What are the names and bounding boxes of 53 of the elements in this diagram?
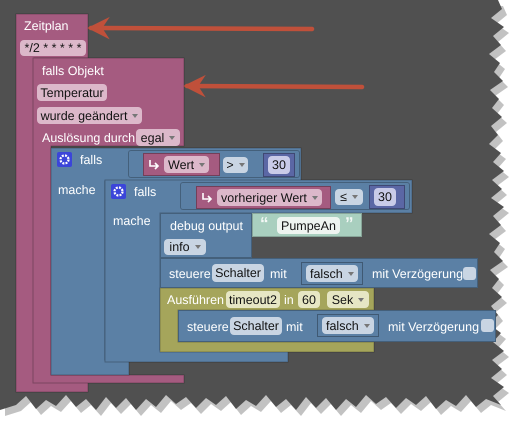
number-field: 60	[298, 291, 320, 308]
dropdown-field: egal	[136, 129, 180, 146]
text-field: */2 * * * * *	[20, 40, 86, 56]
text-field: Schalter	[230, 317, 282, 335]
dropdown-field: falsch	[322, 317, 374, 334]
block-label: mit Verzögerung	[388, 320, 480, 334]
quote-mark: ”	[345, 214, 354, 234]
variable-block	[196, 186, 331, 209]
control-block	[160, 258, 478, 288]
block-label: Zeitplan	[24, 19, 68, 33]
block-label: mache	[113, 214, 151, 228]
text-field: Temperatur	[37, 84, 107, 101]
block-label: mit	[270, 267, 287, 281]
dropdown-field: info	[164, 239, 206, 255]
dropdown-field: vorheriger Wert	[217, 189, 322, 206]
text-field: Schalter	[212, 264, 264, 282]
string-block	[252, 213, 362, 237]
block-label: debug output	[170, 219, 243, 233]
compare-block	[180, 182, 410, 210]
dropdown-field: >	[223, 157, 248, 173]
checkbox	[481, 319, 494, 332]
compare-block	[128, 150, 300, 178]
block-label: Ausführen	[167, 293, 224, 307]
number-block	[263, 153, 295, 177]
checkbox	[463, 267, 476, 280]
block-label: in	[284, 293, 294, 307]
block-label: falls	[134, 185, 156, 199]
block-label: mache	[58, 183, 96, 197]
text-field: PumpeAn	[277, 217, 340, 234]
dropdown-field: falsch	[306, 265, 358, 282]
block-label: mit Verzögerung	[372, 267, 464, 281]
block-label: Auslösung durch	[42, 131, 136, 145]
dropdown-field: Sek	[327, 291, 369, 308]
arrow	[87, 16, 314, 40]
block-label: falls Objekt	[42, 64, 104, 78]
dropdown-field: ≤	[335, 189, 363, 205]
text-field: timeout2	[226, 291, 280, 308]
number-field: 30	[374, 188, 396, 206]
dropdown-field: wurde geändert	[37, 107, 142, 124]
block-label: steuere	[187, 320, 229, 334]
control-block	[178, 310, 496, 342]
block-label: mit	[286, 320, 303, 334]
arrow	[183, 74, 364, 98]
block-label: falls	[80, 153, 102, 167]
block-label: steuere	[169, 267, 211, 281]
variable-block	[143, 153, 220, 176]
number-block	[369, 185, 405, 209]
dropdown-field: Wert	[164, 156, 210, 173]
boolean-block	[317, 314, 379, 337]
debug-block	[160, 213, 252, 258]
quote-mark: “	[260, 214, 268, 234]
number-field: 30	[268, 156, 290, 174]
boolean-block	[301, 262, 363, 285]
